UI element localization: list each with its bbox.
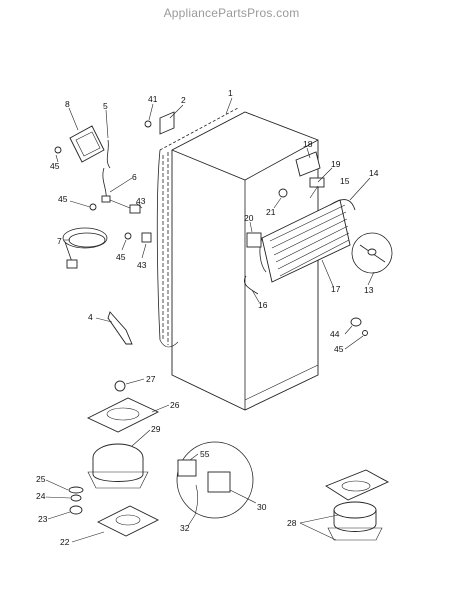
drier-detail-callout xyxy=(351,232,393,274)
wiring-harness xyxy=(101,139,141,214)
label-29: 29 xyxy=(151,424,161,434)
label-41: 41 xyxy=(148,94,158,104)
label-28: 28 xyxy=(287,518,297,528)
label-19: 19 xyxy=(331,159,341,169)
label-2: 2 xyxy=(181,95,186,105)
label-44: 44 xyxy=(330,329,340,339)
label-26: 26 xyxy=(170,400,180,410)
side-condenser-coil xyxy=(156,107,239,348)
screw-45-c xyxy=(124,232,132,240)
control-box xyxy=(69,125,105,163)
label-43b: 43 xyxy=(137,260,147,270)
grommet-27 xyxy=(114,380,126,392)
relay-20 xyxy=(246,232,262,248)
clip-21 xyxy=(278,188,288,198)
bracket xyxy=(107,311,133,345)
part-19 xyxy=(309,177,325,188)
label-32: 32 xyxy=(180,523,190,533)
relay-overload-callout xyxy=(176,441,254,519)
compressor xyxy=(87,443,149,489)
thermostat-tube-16 xyxy=(244,275,259,295)
label-23: 23 xyxy=(38,514,48,524)
screw-45-a xyxy=(54,146,62,154)
label-4: 4 xyxy=(88,312,93,322)
label-20: 20 xyxy=(244,213,254,223)
part-labels: 1 2 41 8 5 45 6 45 43 7 45 43 4 18 19 15… xyxy=(36,88,379,547)
refrigerator-cabinet xyxy=(171,111,319,411)
compressor-base-plate xyxy=(96,505,160,537)
part-18 xyxy=(295,151,321,177)
bracket-2 xyxy=(159,111,175,135)
power-cord xyxy=(62,227,108,269)
label-30: 30 xyxy=(257,502,267,512)
drain-pan xyxy=(86,397,160,433)
alternate-compressor-assembly xyxy=(325,469,390,541)
label-45a: 45 xyxy=(50,161,60,171)
label-22: 22 xyxy=(60,537,70,547)
label-45c: 45 xyxy=(116,252,126,262)
grommet-44 xyxy=(350,317,362,327)
screw-45-b xyxy=(89,203,97,211)
label-24: 24 xyxy=(36,491,46,501)
label-45d: 45 xyxy=(334,344,344,354)
label-17: 17 xyxy=(331,284,341,294)
label-6: 6 xyxy=(132,172,137,182)
label-45b: 45 xyxy=(58,194,68,204)
label-18: 18 xyxy=(303,139,313,149)
grommet-stack xyxy=(68,486,84,515)
label-15: 15 xyxy=(340,176,350,186)
site-watermark: AppliancePartsPros.com xyxy=(163,6,300,20)
label-55: 55 xyxy=(200,449,210,459)
label-43a: 43 xyxy=(136,196,146,206)
label-5: 5 xyxy=(103,101,108,111)
screw-41 xyxy=(144,120,152,128)
leader-lines xyxy=(45,97,375,543)
label-27: 27 xyxy=(146,374,156,384)
label-21: 21 xyxy=(266,207,276,217)
label-14: 14 xyxy=(369,168,379,178)
label-13: 13 xyxy=(364,285,374,295)
label-25: 25 xyxy=(36,474,46,484)
label-8: 8 xyxy=(65,99,70,109)
rear-condenser xyxy=(259,199,356,283)
label-7: 7 xyxy=(57,236,62,246)
label-1: 1 xyxy=(228,88,233,98)
label-16: 16 xyxy=(258,300,268,310)
clip-43 xyxy=(141,232,152,243)
screw-45-d xyxy=(362,330,368,336)
